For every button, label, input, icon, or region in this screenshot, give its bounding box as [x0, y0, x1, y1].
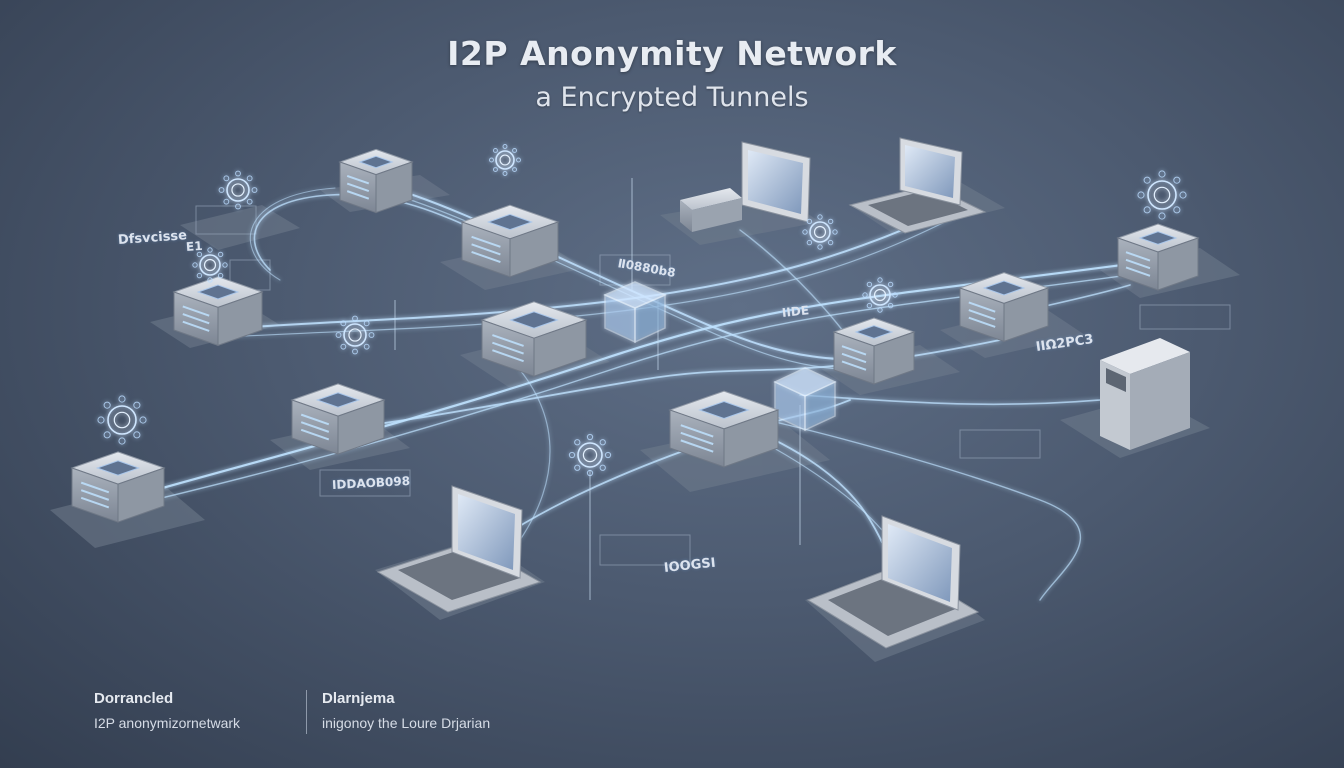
- label-left-small: E1: [185, 238, 203, 254]
- lock-ring-icon: [862, 277, 898, 313]
- router-nodes: [70, 148, 1200, 523]
- router-icon: [958, 272, 1050, 343]
- lock-ring-icon: [192, 247, 228, 283]
- monitor-icon: [680, 141, 811, 232]
- encrypted-tunnels: [118, 184, 1166, 631]
- footer-divider: [306, 690, 307, 734]
- lock-ring-icon: [802, 214, 838, 250]
- router-icon: [338, 148, 414, 214]
- page-title: I2P Anonymity Network: [447, 34, 897, 73]
- lock-ring-icon: [335, 315, 375, 355]
- server-icon: [1100, 338, 1190, 450]
- router-icon: [1116, 223, 1200, 291]
- laptop-icon: [376, 485, 542, 613]
- encrypted-cube-icon: [603, 281, 667, 344]
- router-icon: [172, 276, 264, 347]
- lock-ring-icon: [97, 395, 147, 445]
- lock-ring-icon: [218, 170, 258, 210]
- lock-ring-icon: [489, 144, 521, 176]
- page-subtitle: a Encrypted Tunnels: [535, 82, 809, 113]
- lock-ring-icon: [1137, 170, 1187, 220]
- router-icon: [290, 383, 386, 455]
- encrypted-cube-icon: [773, 367, 837, 432]
- router-icon: [668, 390, 780, 468]
- footer-right: Dlarnjema inigonoy the Loure Drjarian: [322, 690, 490, 731]
- footer-left-text: I2P anonymizornetwark: [94, 715, 241, 731]
- data-panels: [195, 205, 1231, 566]
- footer-right-heading: Dlarnjema: [322, 690, 395, 707]
- footer-right-text: inigonoy the Loure Drjarian: [322, 715, 491, 731]
- router-icon: [460, 204, 560, 278]
- lock-ring-icons: [97, 144, 1187, 477]
- label-right-mid: IIDE: [781, 303, 810, 320]
- laptop-icon: [848, 137, 987, 234]
- lock-ring-icon: [568, 433, 612, 477]
- laptop-icon: [806, 515, 980, 649]
- router-icon: [70, 451, 166, 523]
- router-icon: [480, 301, 588, 377]
- footer-left-heading: Dorrancled: [94, 690, 174, 707]
- device-plates: [50, 175, 1240, 662]
- router-icon: [832, 317, 916, 385]
- footer-left: Dorrancled I2P anonymizornetwark: [94, 690, 240, 731]
